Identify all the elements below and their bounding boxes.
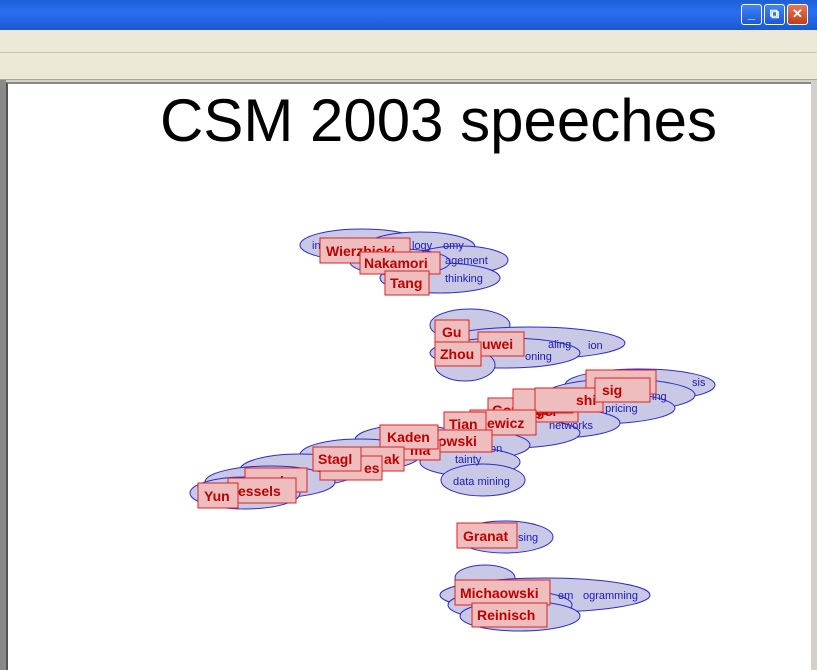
keyword-label: d pricing xyxy=(596,403,638,415)
name-label-owski: owski xyxy=(431,429,493,453)
svg-text:essels: essels xyxy=(238,483,281,499)
keyword-label: sing xyxy=(518,532,538,544)
toolbar xyxy=(0,53,817,80)
keyword-label: aling xyxy=(548,339,571,351)
keyword-label: thinking xyxy=(445,273,483,285)
keyword-ellipse xyxy=(440,463,526,497)
keyword-label: on xyxy=(490,443,502,455)
menu-bar xyxy=(0,30,817,53)
keyword-label: ogramming xyxy=(583,590,638,602)
keyword-label: sis xyxy=(692,377,706,389)
svg-text:uwei: uwei xyxy=(482,336,513,352)
svg-text:ak: ak xyxy=(384,451,400,467)
minimize-button[interactable]: _ xyxy=(741,4,762,25)
keyword-label: oning xyxy=(525,351,552,363)
slide-title: CSM 2003 speeches xyxy=(160,87,717,154)
name-label-gu: Gu xyxy=(434,319,470,345)
name-label-kaden: Kaden xyxy=(379,424,439,450)
keyword-label: tainty xyxy=(455,454,482,466)
restore-button[interactable]: ⧉ xyxy=(764,4,785,25)
name-label-granat: Granat xyxy=(456,522,518,549)
window-titlebar: _ ⧉ ✕ xyxy=(0,0,817,30)
svg-text:Reinisch: Reinisch xyxy=(477,607,535,623)
svg-text:Zhou: Zhou xyxy=(440,346,474,362)
name-label-tang: Tang xyxy=(384,270,430,296)
keyword-label: em xyxy=(558,590,573,602)
name-label-michaowski: Michaowski xyxy=(454,579,551,606)
name-label-reinisch: Reinisch xyxy=(471,602,548,628)
keyword-label: omy xyxy=(443,240,464,252)
keyword-label: logy xyxy=(412,240,433,252)
left-border xyxy=(0,80,6,670)
keyword-label: networks xyxy=(549,420,594,432)
name-label-uwei: uwei xyxy=(477,331,525,357)
name-label-stagl: Stagl xyxy=(312,446,362,472)
keyword-label: data mining xyxy=(453,476,510,488)
svg-text:sig: sig xyxy=(602,382,622,398)
close-button[interactable]: ✕ xyxy=(787,4,808,25)
svg-text:owski: owski xyxy=(438,433,477,449)
svg-text:Tian: Tian xyxy=(449,416,478,432)
name-label-yun: Yun xyxy=(197,482,239,509)
svg-text:es: es xyxy=(364,460,380,476)
name-label-zhou: Zhou xyxy=(434,341,482,367)
svg-text:ewicz: ewicz xyxy=(487,415,524,431)
svg-text:Stagl: Stagl xyxy=(318,451,352,467)
svg-text:shi: shi xyxy=(576,392,596,408)
name-label-essels: essels xyxy=(227,477,297,504)
svg-text:Gu: Gu xyxy=(442,324,461,340)
svg-text:Nakamori: Nakamori xyxy=(364,255,428,271)
keyword-label: in xyxy=(312,240,321,252)
name-label-shi: shi xyxy=(534,387,604,413)
name-label-nakamori: Nakamori xyxy=(359,251,441,275)
svg-text:Tang: Tang xyxy=(390,275,422,291)
svg-text:Granat: Granat xyxy=(463,528,508,544)
svg-text:Kaden: Kaden xyxy=(387,429,430,445)
keyword-label: agement xyxy=(445,255,488,267)
svg-text:Michaowski: Michaowski xyxy=(460,585,539,601)
keyword-label: ion xyxy=(588,340,603,352)
name-label-sig: sig xyxy=(594,377,651,403)
svg-text:Yun: Yun xyxy=(204,488,230,504)
